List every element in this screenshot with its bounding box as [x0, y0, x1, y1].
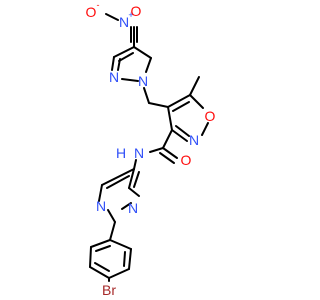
- atom-pyrazole1-n2: N: [109, 69, 119, 85]
- bond-pz1-c5-n1: [145, 57, 152, 73]
- bond-carbonyl-n: [149, 147, 164, 153]
- bond-pz1-c3-c4-dbl: [118, 52, 134, 62]
- atom-isoxazole-o: O: [205, 108, 216, 124]
- atom-pyrazole1-n1: N: [138, 73, 148, 89]
- bond-ph-2-3-dbl: [123, 251, 126, 267]
- bond-nitro-o1: [105, 13, 119, 21]
- bond-ph-6-1-dbl: [95, 245, 111, 252]
- bond-pz2-c5-n2: [128, 187, 140, 197]
- atom-nitro-n: N: [119, 14, 129, 30]
- atom-amide-h: H: [116, 145, 126, 161]
- bond-ph-5-6: [89, 246, 92, 268]
- atom-labels: O - N + O N N O N O N H N N Br: [86, 0, 216, 298]
- bond-pz2-n2-n1: [121, 202, 132, 210]
- bond-carbonyl-o-dbl: [159, 152, 175, 164]
- bond-pz1-c3-c4: [113, 46, 135, 58]
- atom-isoxazole-n: N: [189, 132, 199, 148]
- bond-pz2-c3-c4-dbl: [106, 175, 130, 189]
- bond-ch2-isox-c4: [148, 102, 169, 108]
- bond-pz1-n2-c3: [111, 56, 115, 71]
- bond-isox-o-n: [201, 122, 209, 136]
- atom-amide-o: O: [181, 152, 192, 168]
- bond-ph-4-5-dbl: [94, 262, 110, 272]
- bond-isox-c5-o: [189, 94, 204, 109]
- bond-ph-6-1: [90, 239, 111, 248]
- bond-isox-n-c3-dbl: [175, 125, 190, 137]
- bond-pz2-c4-c5-dbl: [133, 171, 140, 188]
- bond-c3-carbonyl: [162, 129, 173, 149]
- bond-isox-c4-c5-dbl: [172, 101, 190, 112]
- atom-pyrazole2-n2: N: [128, 200, 138, 216]
- bond-pz1-c4-c5: [133, 46, 152, 59]
- bond-ch2-phenyl: [109, 221, 116, 241]
- bond-isox-n-c3: [171, 129, 188, 142]
- atom-pyrazole2-n1: N: [96, 198, 106, 214]
- molecule-canvas: O - N + O N N O N O N H N N Br: [86, 0, 216, 298]
- atom-nitro-o1: O: [86, 4, 97, 20]
- charge-nitro-plus: +: [128, 10, 133, 20]
- atom-amide-n: N: [134, 145, 144, 161]
- charge-nitro-minus: -: [97, 0, 100, 10]
- bonds: [89, 13, 209, 282]
- bond-pz2-c3-c4: [101, 168, 135, 186]
- bond-pz2-c4-c5: [128, 168, 135, 189]
- bond-ph-4-5: [89, 266, 110, 279]
- bond-ph-1-2: [109, 239, 132, 250]
- bond-nh-pz2-c4: [133, 159, 137, 170]
- bond-ph-3-4: [108, 268, 130, 279]
- bond-isox-methyl: [189, 76, 200, 96]
- bond-pz1-n1-ch2: [143, 87, 150, 104]
- atom-bromine: Br: [102, 282, 116, 298]
- bond-carbonyl-o: [162, 147, 178, 159]
- bond-ph-2-3: [128, 248, 132, 270]
- bond-isox-c3-c4: [167, 106, 173, 131]
- bond-isox-c4-c5: [167, 94, 191, 108]
- bond-pz2-n1-ch2: [107, 209, 116, 223]
- bond-pz1-n1-n2: [121, 78, 139, 82]
- bond-pz2-n1-c3: [98, 184, 103, 202]
- atom-nitro-o2: O: [131, 3, 142, 19]
- molecule-structure-diagram: O - N + O N N O N O N H N N Br: [86, 0, 216, 298]
